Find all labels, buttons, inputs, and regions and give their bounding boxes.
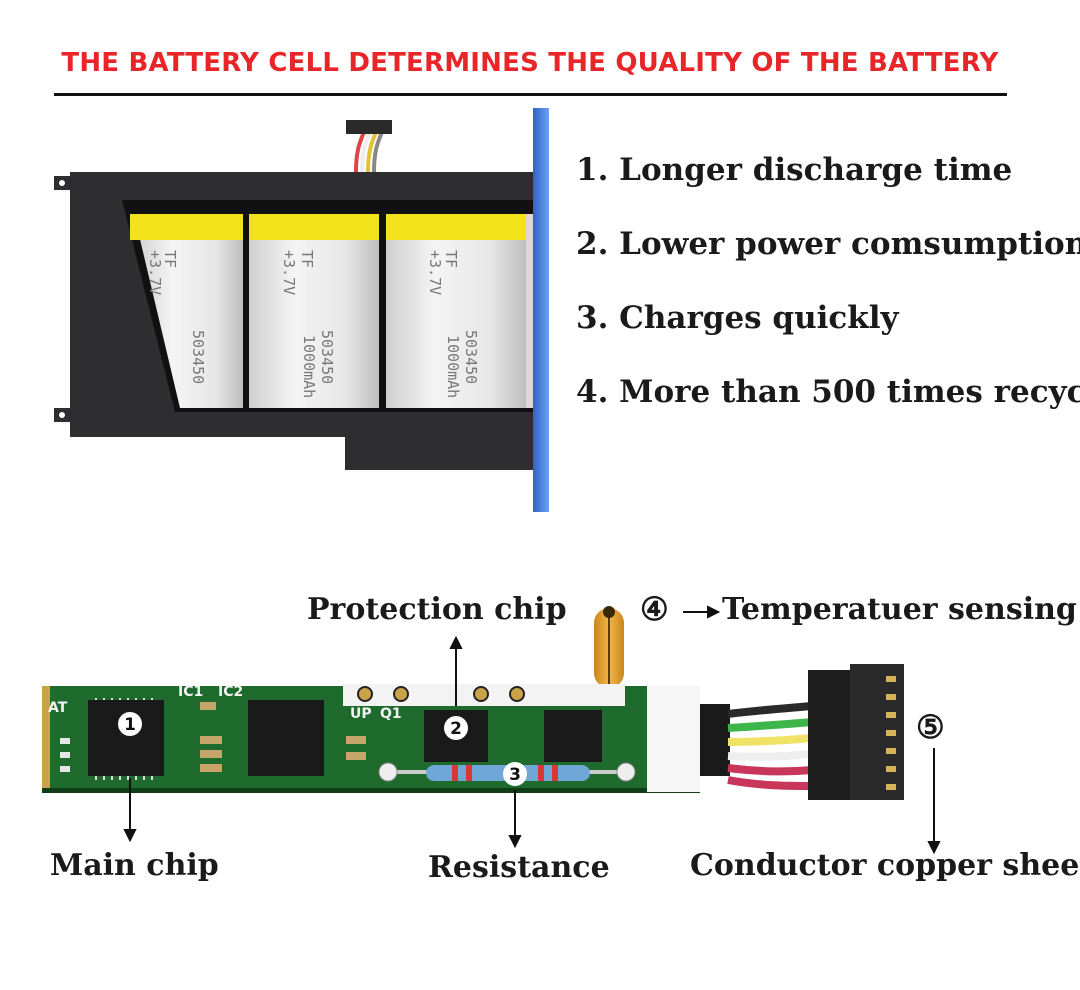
- cell-print: +3.7V: [146, 250, 164, 295]
- main-chip-label: Main chip: [50, 848, 219, 883]
- silk-label: AT: [48, 700, 68, 716]
- title-divider: [54, 93, 1007, 96]
- battery-cell: [130, 214, 243, 408]
- silk-label: IC1: [178, 684, 203, 700]
- silk-label: VG: [540, 688, 562, 704]
- page-title: THE BATTERY CELL DETERMINES THE QUALITY …: [61, 48, 999, 78]
- wire-connector: [808, 670, 850, 800]
- resistance-label: Resistance: [428, 850, 610, 885]
- protection-chip: [424, 710, 488, 762]
- battery-frame-edge: [533, 108, 549, 512]
- cell-print: 1000mAh: [444, 335, 462, 398]
- resistor: [378, 762, 636, 782]
- cell-print: 503450: [462, 330, 480, 384]
- cell-print: TF: [298, 250, 316, 268]
- silk-label: UP: [350, 706, 372, 722]
- temperature-sensor: [594, 606, 624, 688]
- temperature-number: ④: [640, 590, 669, 628]
- feature-item: 1. Longer discharge time: [576, 152, 1013, 188]
- protection-chip-2: [544, 710, 602, 762]
- cell-print: TF: [161, 250, 179, 268]
- silk-label: Q1: [380, 706, 402, 722]
- conductor-number: ⑤: [916, 708, 945, 746]
- temperature-sensing-label: Temperatuer sensing: [722, 592, 1077, 627]
- silk-label: IC2: [218, 684, 243, 700]
- cell-print: 503450: [189, 330, 207, 384]
- feature-item: 2. Lower power comsumption: [576, 226, 1080, 262]
- feature-item: 3. Charges quickly: [576, 300, 899, 336]
- battery-connector: [346, 120, 392, 134]
- protection-chip-label: Protection chip: [307, 592, 567, 627]
- cell-print: TF: [442, 250, 460, 268]
- main-chip: [88, 698, 164, 780]
- marker-1: 1: [124, 715, 136, 735]
- battery-cell: [386, 214, 526, 408]
- pcb-board: [42, 686, 700, 792]
- battery-cell: [249, 214, 379, 408]
- marker-2: 2: [450, 719, 462, 739]
- ic2-chip: [248, 700, 324, 776]
- cell-print: +3.7V: [426, 250, 444, 295]
- cell-print: +3.7V: [280, 250, 298, 295]
- cell-print: 1000mAh: [300, 335, 318, 398]
- conductor-label: Conductor copper sheet: [690, 848, 1080, 883]
- cell-print: 503450: [318, 330, 336, 384]
- marker-3: 3: [509, 765, 521, 785]
- feature-item: 4. More than 500 times recycle: [576, 374, 1080, 410]
